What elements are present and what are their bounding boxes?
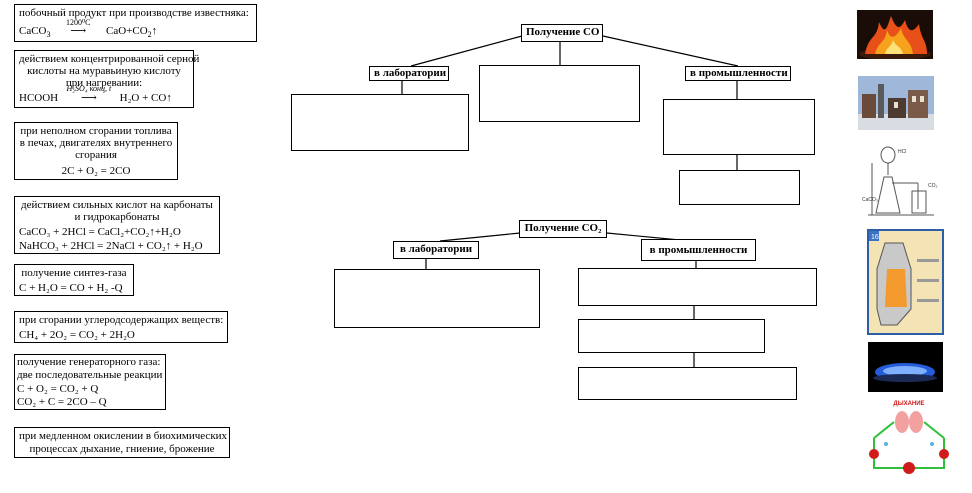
furnace-badge: 16 (871, 234, 879, 241)
card-producer-gas: получение генераторного газа: две послед… (14, 354, 166, 410)
card-equation: CaCO₃ + 2HCl = CaCl₂+CO₂↑+H₂O (19, 226, 181, 238)
card-line: получение генераторного газа: (17, 356, 161, 368)
card-line: при медленном окислении в биохимических (19, 430, 228, 442)
apparatus-label: CO₂ (928, 183, 938, 189)
card-line: действием сильных кислот на карбонаты (21, 199, 213, 211)
factory-image (858, 76, 934, 130)
card-formic-acid: действием концентрированной серной кисло… (14, 50, 200, 108)
co2-industry-answer-slot-1[interactable] (578, 268, 817, 306)
apparatus-label: HCl (898, 149, 906, 155)
co-middle-answer-slot[interactable] (479, 65, 640, 122)
card-equation: NaHCO₃ + 2HCl = 2NaCl + CO₂↑ + H₂O (19, 240, 203, 252)
card-line: сгорания (75, 149, 117, 161)
card-equation: C + O₂ = CO₂ + Q (17, 383, 99, 395)
card-equation: CaCO3 1200⁰C⟶ CaO+CO2↑ (19, 18, 158, 40)
card-title: получение синтез-газа (21, 267, 127, 279)
card-biochemical-oxidation: при медленном окислении в биохимических … (14, 427, 230, 458)
co-industry-answer-slot-2[interactable] (679, 170, 800, 205)
co-industry-answer-slot-1[interactable] (663, 99, 815, 155)
co-lab-node: в лаборатории (369, 66, 449, 81)
co-lab-answer-slot[interactable] (291, 94, 469, 151)
respiration-image: ДЫХАНИЕ (864, 398, 954, 486)
apparatus-label: CaCO₃ (862, 197, 878, 203)
card-line: процессах дыхание, гниение, брожение (29, 443, 215, 455)
card-title: побочный продукт при производстве извест… (19, 7, 249, 19)
card-equation: CO₂ + C = 2CO – Q (17, 396, 107, 408)
co2-industry-answer-slot-2[interactable] (578, 319, 765, 353)
lab-apparatus-image: HCl CaCO₃ CO₂ (862, 143, 942, 220)
card-incomplete-combustion: при неполном сгорании топлива в печах, д… (14, 122, 178, 180)
card-equation: CH₄ + 2O₂ = CO₂ + 2H₂O (19, 329, 135, 341)
co-root-node: Получение CO (521, 24, 603, 42)
card-equation: HCOOH H₂SO₄ конц, t⟶ H₂O + CO↑ (19, 84, 172, 104)
card-line: при неполном сгорании топлива (20, 125, 172, 137)
card-line: при нагревании: (65, 77, 143, 89)
card-equation: 2C + O₂ = 2CO (61, 165, 131, 177)
co2-industry-node: в промышленности (641, 239, 756, 261)
card-limestone-byproduct: побочный продукт при производстве извест… (14, 4, 257, 42)
co2-root-node: Получение CO₂ (519, 220, 607, 238)
fire-image (857, 10, 933, 59)
co2-lab-answer-slot[interactable] (334, 269, 540, 328)
card-acids-carbonates: действием сильных кислот на карбонаты и … (14, 196, 220, 254)
card-syngas: получение синтез-газа C + H₂O = CO + H₂ … (14, 264, 134, 296)
card-line: в печах, двигателях внутреннего (19, 137, 173, 149)
blast-furnace-image: 16 (867, 229, 944, 335)
co2-industry-answer-slot-3[interactable] (578, 367, 797, 400)
card-hydrocarbon-combustion: при сгорании углеродсодержащих веществ: … (14, 311, 228, 343)
card-title: при сгорании углеродсодержащих веществ: (19, 314, 224, 326)
card-line: и гидрокарбонаты (74, 211, 160, 223)
co2-lab-node: в лаборатории (393, 241, 479, 259)
gas-flame-image (868, 342, 943, 392)
card-line: кислоты на муравьиную кислоту (27, 65, 181, 77)
card-equation: C + H₂O = CO + H₂ -Q (19, 282, 123, 294)
card-line: действием концентрированной серной (19, 53, 200, 65)
co-industry-node: в промышленности (685, 66, 791, 81)
card-line: две последовательные реакции (17, 369, 163, 381)
respiration-title: ДЫХАНИЕ (893, 401, 924, 407)
